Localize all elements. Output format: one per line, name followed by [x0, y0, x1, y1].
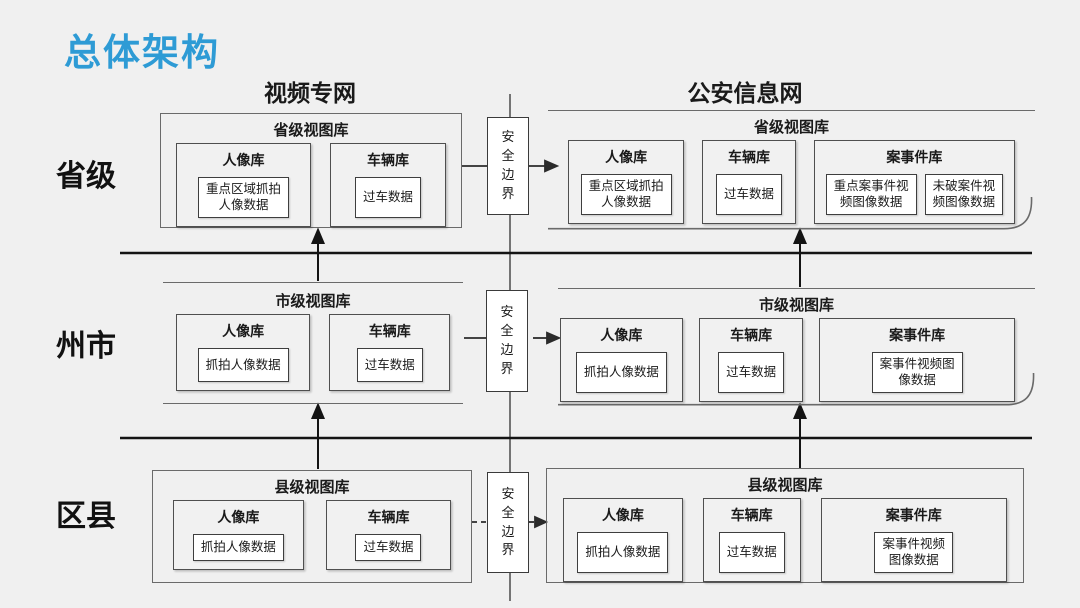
- row-label-county: 区县: [56, 500, 116, 533]
- header-video-private-network: 视频专网: [264, 80, 356, 106]
- vehicle-library-box: 车辆库 过车数据: [329, 143, 446, 227]
- vehicle-library-box: 车辆库 过车数据: [329, 314, 450, 391]
- card-title: 县级视图库: [274, 479, 350, 496]
- card-title: 省级视图库: [273, 122, 349, 139]
- card-title: 省级视图库: [753, 119, 829, 136]
- county-police-library-card: 县级视图库 人像库 抓拍人像数据 车辆库 过车数据 案事件库 案事件视频 图像数…: [546, 468, 1024, 583]
- data-item-box: 案事件视频图 像数据: [871, 352, 963, 393]
- vehicle-library-box: 车辆库 过车数据: [702, 140, 796, 224]
- data-item-box: 过车数据: [355, 534, 422, 561]
- data-item-box: 未破案件视 频图像数据: [924, 174, 1004, 215]
- data-item-box: 过车数据: [718, 352, 785, 393]
- face-library-box: 人像库 重点区域抓拍 人像数据: [568, 140, 685, 224]
- security-boundary-box-county: 安全边界: [487, 472, 529, 573]
- data-item-box: 重点区域抓拍 人像数据: [197, 177, 289, 218]
- data-item-box: 重点区域抓拍 人像数据: [580, 174, 672, 215]
- data-item-box: 案事件视频 图像数据: [874, 532, 953, 573]
- card-title: 市级视图库: [275, 293, 351, 310]
- province-police-library-card: 省级视图库 人像库 重点区域抓拍 人像数据 车辆库 过车数据 案事件库 重点: [548, 110, 1035, 228]
- data-item-box: 抓拍人像数据: [197, 348, 289, 382]
- case-event-library-box: 案事件库 案事件视频图 像数据: [819, 318, 1015, 402]
- card-title: 市级视图库: [758, 297, 834, 314]
- face-library-box: 人像库 抓拍人像数据: [173, 500, 304, 570]
- case-event-library-box: 案事件库 重点案事件视 频图像数据 未破案件视 频图像数据: [813, 140, 1015, 224]
- city-video-library-card: 市级视图库 人像库 抓拍人像数据 车辆库 过车数据: [163, 282, 463, 404]
- vehicle-library-box: 车辆库 过车数据: [325, 500, 451, 570]
- arrow-county-to-city-police: [792, 402, 808, 469]
- data-item-box: 过车数据: [354, 177, 421, 218]
- arrow-city-to-province-police: [792, 227, 808, 287]
- data-item-box: 抓拍人像数据: [575, 352, 667, 393]
- data-item-box: 抓拍人像数据: [192, 534, 284, 561]
- security-boundary-box-city: 安全边界: [486, 290, 528, 392]
- face-library-box: 人像库 重点区域抓拍 人像数据: [176, 143, 311, 227]
- header-public-security-network: 公安信息网: [687, 80, 803, 106]
- security-boundary-box-province: 安全边界: [487, 117, 529, 215]
- vehicle-library-box: 车辆库 过车数据: [702, 498, 801, 582]
- card-title: 县级视图库: [747, 477, 823, 494]
- data-item-box: 过车数据: [718, 532, 785, 573]
- data-item-box: 抓拍人像数据: [577, 532, 669, 573]
- row-label-city: 州市: [56, 330, 116, 363]
- page-title: 总体架构: [64, 32, 220, 73]
- row-label-province: 省级: [56, 160, 116, 193]
- vehicle-library-box: 车辆库 过车数据: [698, 318, 804, 402]
- case-event-library-box: 案事件库 案事件视频 图像数据: [820, 498, 1007, 582]
- data-item-box: 过车数据: [716, 174, 783, 215]
- arrow-county-to-city-video: [310, 402, 326, 469]
- face-library-box: 人像库 抓拍人像数据: [560, 318, 683, 402]
- face-library-box: 人像库 抓拍人像数据: [563, 498, 683, 582]
- county-video-library-card: 县级视图库 人像库 抓拍人像数据 车辆库 过车数据: [152, 470, 472, 583]
- city-police-library-card: 市级视图库 人像库 抓拍人像数据 车辆库 过车数据 案事件库 案事件视频图 像数…: [558, 288, 1035, 404]
- province-video-library-card: 省级视图库 人像库 重点区域抓拍 人像数据 车辆库 过车数据: [160, 113, 462, 228]
- face-library-box: 人像库 抓拍人像数据: [176, 314, 311, 391]
- data-item-box: 重点案事件视 频图像数据: [825, 174, 917, 215]
- data-item-box: 过车数据: [356, 348, 423, 382]
